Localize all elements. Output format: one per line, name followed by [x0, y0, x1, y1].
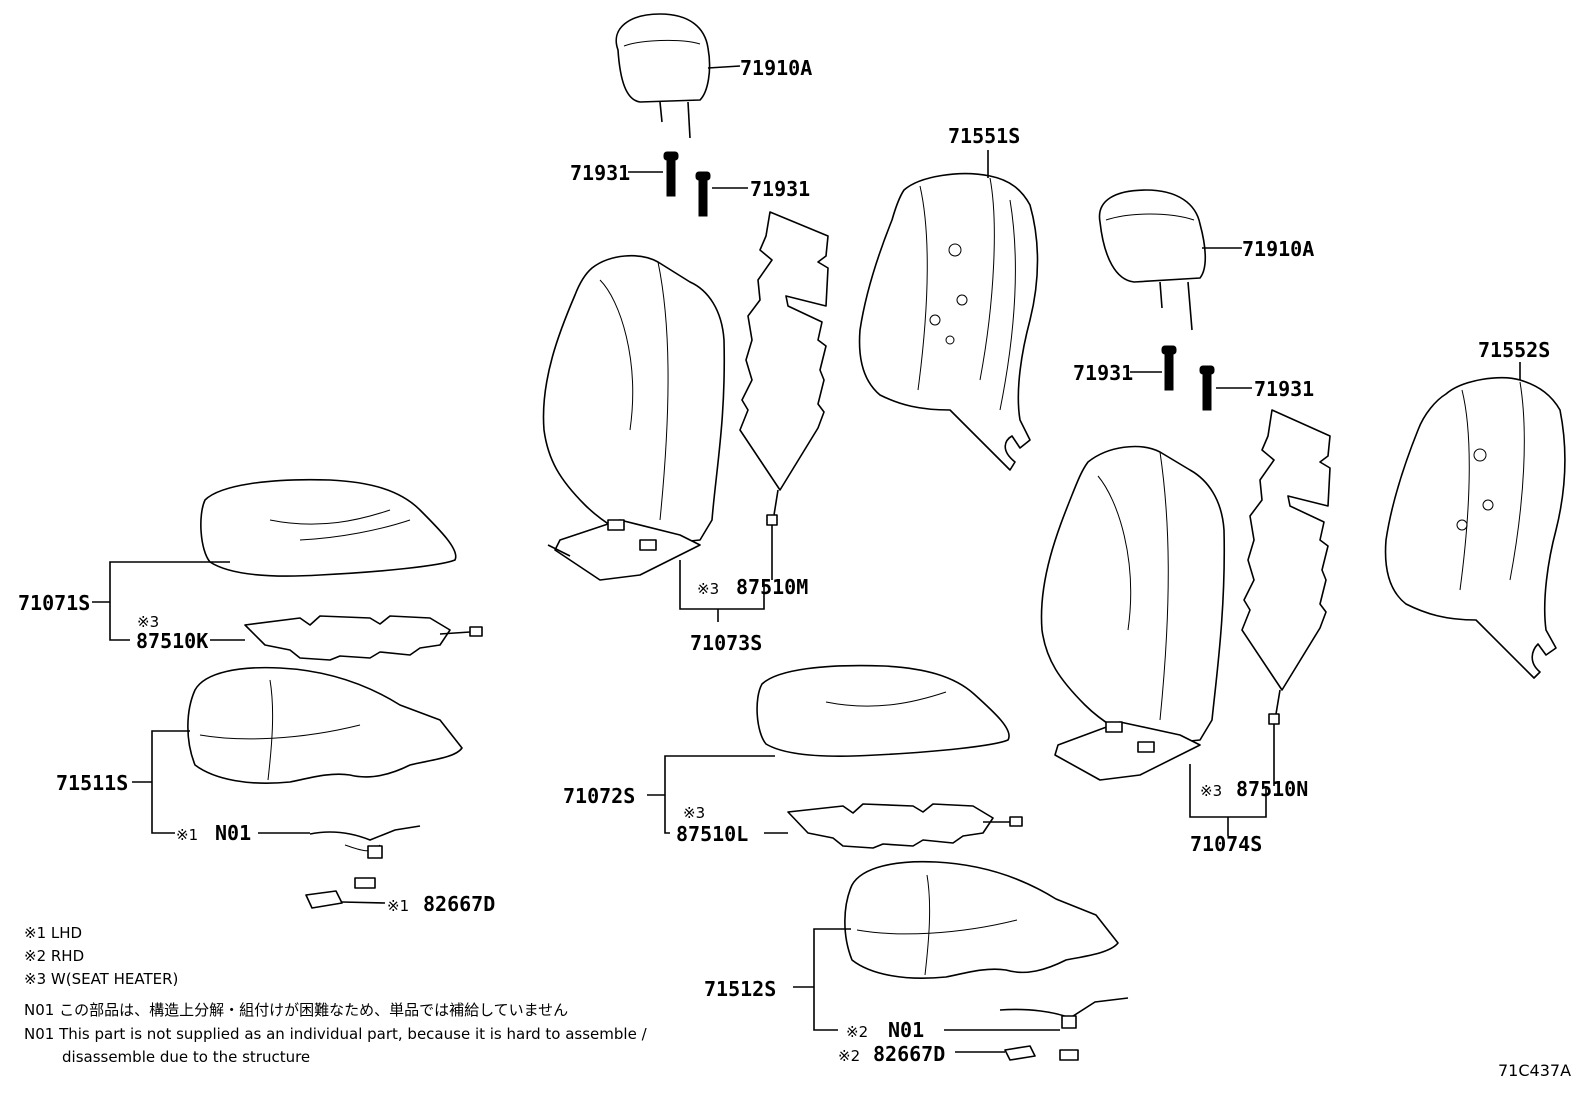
label-guide-lr: 71931: [750, 177, 810, 201]
seat-cushion-right-drawing: [756, 664, 1010, 758]
label-cushion-heater-right: 87510L: [676, 822, 748, 846]
n01-harness-right-drawing: [999, 997, 1129, 1061]
label-headrest-right: 71910A: [1242, 237, 1314, 261]
label-headrest-left: 71910A: [740, 56, 812, 80]
label-cushion-pad-right: 71512S: [704, 977, 776, 1001]
label-guide-rl: 71931: [1073, 361, 1133, 385]
label-guide-ll: 71931: [570, 161, 630, 185]
label-harness-left: 82667D: [423, 892, 495, 916]
back-heater-left-drawing: [739, 211, 829, 526]
harness-connector-left-drawing: [305, 890, 343, 909]
mark-3-back-left: ※3: [697, 580, 719, 598]
guide-rr-drawing: [1199, 365, 1215, 411]
note-n01-japanese: N01 この部品は、構造上分解・組付けが困難なため、単品では補給していません: [24, 1001, 568, 1019]
note-n01-english-1: N01 This part is not supplied as an indi…: [24, 1025, 648, 1043]
guide-ll-drawing: [663, 151, 679, 197]
label-cushion-heater-left: 87510K: [136, 629, 208, 653]
back-pad-left-drawing: [858, 172, 1039, 471]
back-pad-right-drawing: [1384, 376, 1566, 679]
harness-connector-right-drawing: [1004, 1045, 1036, 1061]
cushion-pad-right-drawing: [844, 860, 1119, 980]
label-n01-right: N01: [888, 1018, 924, 1042]
label-guide-rr: 71931: [1254, 377, 1314, 401]
headrest-right-drawing: [1098, 189, 1207, 331]
label-cushion-assy-right: 71072S: [563, 784, 635, 808]
label-back-assy-right: 71074S: [1190, 832, 1262, 856]
mark-1-harness: ※1: [387, 897, 409, 915]
label-back-assy-left: 71073S: [690, 631, 762, 655]
label-cushion-pad-left: 71511S: [56, 771, 128, 795]
cushion-heater-right-drawing: [787, 803, 1023, 849]
mark-3-back-right: ※3: [1200, 782, 1222, 800]
mark-1-n01: ※1: [176, 826, 198, 844]
legend-seat-heater: ※3 W(SEAT HEATER): [24, 970, 178, 988]
label-cushion-assy-left: 71071S: [18, 591, 90, 615]
back-heater-right-drawing: [1241, 409, 1331, 725]
mark-2-harness: ※2: [838, 1047, 860, 1065]
figure-reference: 71C437A: [1498, 1061, 1571, 1080]
cushion-pad-left-drawing: [187, 666, 463, 784]
seat-cushion-left-drawing: [200, 478, 457, 577]
guide-lr-drawing: [695, 171, 711, 217]
label-harness-right: 82667D: [873, 1042, 945, 1066]
label-back-heater-left: 87510M: [736, 575, 808, 599]
label-back-heater-right: 87510N: [1236, 777, 1308, 801]
label-back-pad-left: 71551S: [948, 124, 1020, 148]
mark-3-cushion-left: ※3: [137, 613, 159, 631]
mark-2-n01: ※2: [846, 1023, 868, 1041]
headrest-left-drawing: [615, 13, 711, 139]
guide-rl-drawing: [1161, 345, 1177, 391]
mark-3-cushion-right: ※3: [683, 804, 705, 822]
legend-lhd: ※1 LHD: [24, 924, 82, 942]
n01-harness-left-drawing: [309, 825, 421, 889]
note-n01-english-2: disassemble due to the structure: [62, 1048, 310, 1066]
label-back-pad-right: 71552S: [1478, 338, 1550, 362]
cushion-heater-left-drawing: [244, 615, 483, 661]
label-n01-left: N01: [215, 821, 251, 845]
legend-rhd: ※2 RHD: [24, 947, 84, 965]
seat-back-left-drawing: [542, 254, 726, 581]
seat-back-right-drawing: [1040, 445, 1226, 781]
